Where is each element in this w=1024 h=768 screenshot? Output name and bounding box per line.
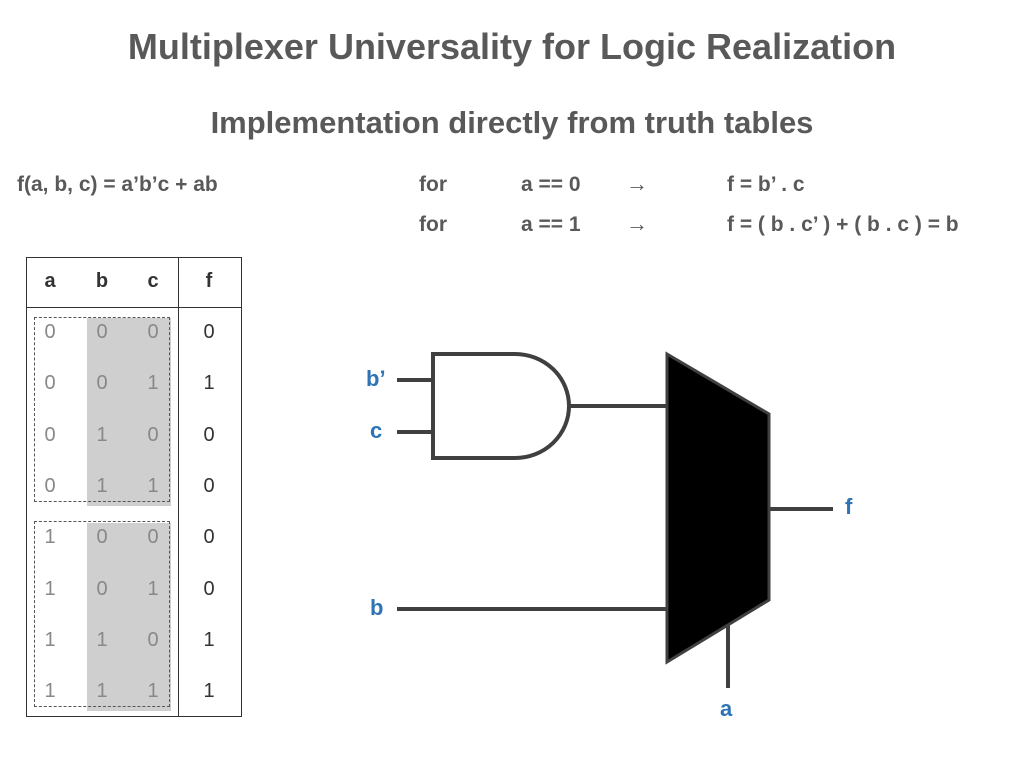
cell-c: 0 xyxy=(147,423,159,446)
case-condition: a == 1 xyxy=(521,213,581,236)
header-c: c xyxy=(147,270,159,292)
cell-a: 0 xyxy=(44,423,56,446)
cell-c: 1 xyxy=(147,372,159,395)
header-a: a xyxy=(44,270,56,292)
cell-b: 1 xyxy=(96,423,108,446)
page-subtitle: Implementation directly from truth table… xyxy=(210,105,814,140)
label-f: f xyxy=(845,494,853,519)
cell-a: 0 xyxy=(44,372,56,395)
dashed-group-a1 xyxy=(34,521,170,707)
table-divider-horizontal xyxy=(26,307,242,308)
cell-a: 1 xyxy=(44,628,56,651)
label-b: b xyxy=(370,595,384,620)
shaded-bc-group-a1 xyxy=(87,523,171,711)
cell-f: 1 xyxy=(203,628,215,651)
multiplexer xyxy=(665,351,771,665)
cell-c: 0 xyxy=(147,526,159,549)
label-bprime: b’ xyxy=(366,366,386,391)
label-a: a xyxy=(720,696,733,721)
page-title: Multiplexer Universality for Logic Reali… xyxy=(127,26,897,67)
cell-b: 0 xyxy=(96,372,108,395)
cell-b: 1 xyxy=(96,680,108,703)
cell-c: 1 xyxy=(147,474,159,497)
case-for-label: for xyxy=(419,173,447,196)
case-for-label: for xyxy=(419,213,447,236)
case-result: f = ( b . c’ ) + ( b . c ) = b xyxy=(727,213,959,236)
label-c: c xyxy=(370,418,383,443)
cell-f: 0 xyxy=(203,474,215,497)
shaded-bc-group-a0 xyxy=(87,318,171,506)
cell-a: 0 xyxy=(44,321,56,343)
and-gate xyxy=(431,352,571,460)
right-arrow-icon: → xyxy=(626,171,648,196)
cell-f: 0 xyxy=(203,526,215,549)
header-f: f xyxy=(205,270,213,292)
cell-b: 1 xyxy=(96,628,108,651)
dashed-group-a0 xyxy=(34,317,170,502)
cell-a: 1 xyxy=(44,526,56,549)
cell-f: 0 xyxy=(203,423,215,446)
cell-a: 1 xyxy=(44,680,56,703)
cell-f: 1 xyxy=(203,372,215,395)
case-result: f = b’ . c xyxy=(727,173,805,196)
cell-a: 0 xyxy=(44,474,56,497)
right-arrow-icon: → xyxy=(626,211,648,236)
cell-c: 1 xyxy=(147,680,159,703)
cell-c: 0 xyxy=(147,628,159,651)
header-b: b xyxy=(95,270,109,292)
table-border xyxy=(26,257,242,717)
cell-c: 1 xyxy=(147,577,159,600)
cell-f: 0 xyxy=(203,577,215,600)
cell-b: 0 xyxy=(96,577,108,600)
cell-f: 0 xyxy=(203,321,215,343)
truth-table: a b c f 0 0 0 0 0 0 1 1 0 1 0 0 0 1 1 0 1 0 0 0 1 0 1 0 1 1 0 1 1 1 1 1 xyxy=(26,257,242,717)
cell-b: 1 xyxy=(96,474,108,497)
case-condition: a == 0 xyxy=(521,173,581,196)
cell-b: 0 xyxy=(96,526,108,549)
cell-b: 0 xyxy=(96,321,108,343)
cell-a: 1 xyxy=(44,577,56,600)
table-divider-vertical xyxy=(178,257,179,717)
boolean-equation: f(a, b, c) = a’b’c + ab xyxy=(17,173,218,196)
cell-f: 1 xyxy=(203,680,215,703)
cell-c: 0 xyxy=(147,321,159,343)
